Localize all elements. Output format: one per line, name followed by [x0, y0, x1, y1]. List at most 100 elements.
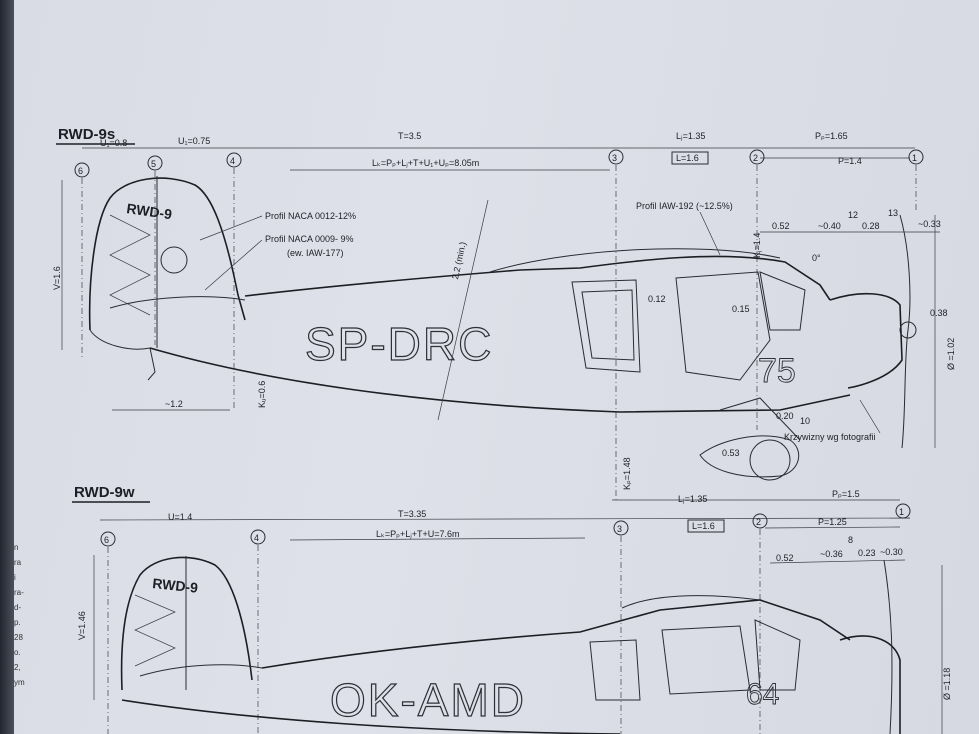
dim-lk: Lₖ=Pₚ+Lⱼ+T+U₁+Uₚ=8.05m	[372, 158, 479, 168]
dim-u: U=1.4	[168, 512, 192, 522]
dim-036: ~0.36	[820, 549, 843, 559]
dim-box-l	[687, 519, 725, 533]
dim-l: L=1.6	[692, 521, 715, 531]
edge-text-line: ra-	[14, 588, 24, 597]
edge-text-line: ra	[14, 558, 22, 567]
stabilizer	[109, 296, 246, 309]
dim-052: 0.52	[772, 221, 790, 231]
fuselage-bottom	[149, 347, 851, 413]
edge-text-line: 2,	[14, 663, 21, 672]
cowl-number: 64	[746, 678, 779, 711]
station-marker	[749, 149, 765, 165]
tail-text: RWD-9	[152, 575, 199, 596]
dim-lj: Lⱼ=1.35	[676, 131, 705, 141]
cabin-window-rear	[571, 279, 641, 373]
dim-angle: 0°	[812, 253, 821, 263]
station-markers: 6 4 3 2 1	[100, 503, 911, 547]
registration-text: SP-DRC	[305, 318, 493, 370]
leader-line	[199, 215, 263, 241]
dim-k148: Kₚ=1.48	[622, 457, 632, 490]
edge-text-line: o.	[14, 648, 21, 657]
dim-020: 0.20	[776, 411, 794, 421]
view-title: RWD-9w	[74, 484, 135, 501]
station-marker	[100, 531, 116, 547]
cabin-window-rear	[589, 639, 641, 701]
station-label: 2	[756, 517, 761, 527]
edge-text-line: n	[14, 543, 19, 552]
dim-l: L=1.6	[676, 153, 699, 163]
dim-052: 0.52	[776, 553, 794, 563]
dim-line-lk	[289, 537, 586, 541]
dim-lk: Lₖ=Pₚ+Lⱼ+T+U=7.6m	[376, 529, 460, 539]
station-label: 1	[899, 507, 904, 517]
station-label: 3	[617, 524, 622, 534]
station-marker	[908, 149, 924, 165]
propeller-blade	[899, 214, 911, 449]
dim-028: 0.28	[862, 221, 880, 231]
dim-ku: Kᵤ=0.6	[257, 381, 267, 408]
tail-ribs	[109, 214, 151, 316]
view-rwd-9w: RWD-9w U=1.4 T=3.35 Lⱼ=1.35 Pₚ=1.5 6 4 3…	[72, 484, 952, 734]
engine-cowling	[829, 292, 903, 389]
curves-note: Krzywizny wg fotografii	[784, 432, 876, 442]
dim-1-2: ~1.2	[165, 399, 183, 409]
edge-text-line: p.	[14, 618, 21, 627]
station-marker	[613, 520, 629, 536]
edge-text-line: d-	[14, 603, 22, 612]
dim-t: T=3.5	[398, 131, 421, 141]
top-dimension-line	[99, 517, 911, 521]
book-page: n ra i ra- d- p. 28 o. 2, ym RWD-9s U₁=0…	[14, 0, 979, 734]
leader-line	[699, 211, 721, 256]
fuselage-top	[261, 599, 851, 669]
tail-skid	[147, 347, 156, 381]
dim-v: V=1.46	[77, 611, 87, 640]
view-rwd-9s: RWD-9s U₁=0.8 U₁=0.75 T=3.5 Lⱼ=1.35 Pₚ=1…	[52, 126, 956, 501]
dim-10: 10	[800, 416, 810, 426]
fuselage-top	[244, 255, 831, 301]
wing-profile-label: Profil IAW-192 (~12.5%)	[636, 201, 733, 211]
tail-lower	[89, 329, 151, 350]
technical-drawing: RWD-9s U₁=0.8 U₁=0.75 T=3.5 Lⱼ=1.35 Pₚ=1…	[52, 126, 956, 734]
dim-118: Ø =1.18	[942, 668, 952, 700]
dim-12: 12	[848, 210, 858, 220]
dim-v: V=1.6	[52, 266, 62, 290]
dim-040: ~0.40	[818, 221, 841, 231]
dim-023: 0.23	[858, 548, 876, 558]
windshield	[759, 271, 806, 331]
station-label: 2	[753, 153, 758, 163]
propeller-blade	[883, 559, 893, 734]
edge-text-line: 28	[14, 633, 23, 642]
dim-k1: Kⱼ=1.4	[752, 233, 762, 258]
station-marker	[147, 155, 163, 171]
dim-012: 0.12	[648, 294, 666, 304]
dim-lj: Lⱼ=1.35	[678, 494, 707, 504]
windshield	[754, 619, 801, 691]
dim-038: 0.38	[930, 308, 948, 318]
station-label: 3	[612, 153, 617, 163]
station-label: 4	[230, 156, 235, 166]
station-marker	[226, 152, 242, 168]
leader-line	[859, 399, 881, 434]
station-label: 4	[254, 533, 259, 543]
cowl-number: 75	[758, 352, 796, 390]
stabilizer	[139, 664, 263, 677]
dim-line-p	[764, 526, 901, 529]
gear-strut	[719, 397, 801, 441]
dim-u1: U₁=0.8	[100, 138, 127, 148]
propeller-hub	[899, 321, 917, 339]
station-marker	[250, 529, 266, 545]
dim-box-l	[671, 151, 709, 165]
dim-u2: U₁=0.75	[178, 136, 210, 146]
station-marker	[74, 162, 90, 178]
adjacent-page-edge-text: n ra i ra- d- p. 28 o. 2, ym	[14, 540, 26, 690]
wing-profile	[489, 248, 781, 273]
profile-label-b-note: (ew. IAW-177)	[287, 248, 344, 258]
book-spine	[0, 0, 14, 734]
dim-t: T=3.35	[398, 509, 426, 519]
tail-emblem	[160, 246, 188, 274]
tail-text: RWD-9	[126, 200, 174, 222]
wheel-fairing	[699, 435, 800, 478]
dim-8: 8	[848, 535, 853, 545]
dim-line-h	[437, 199, 489, 421]
dim-p: Pₚ=1.65	[815, 131, 848, 141]
